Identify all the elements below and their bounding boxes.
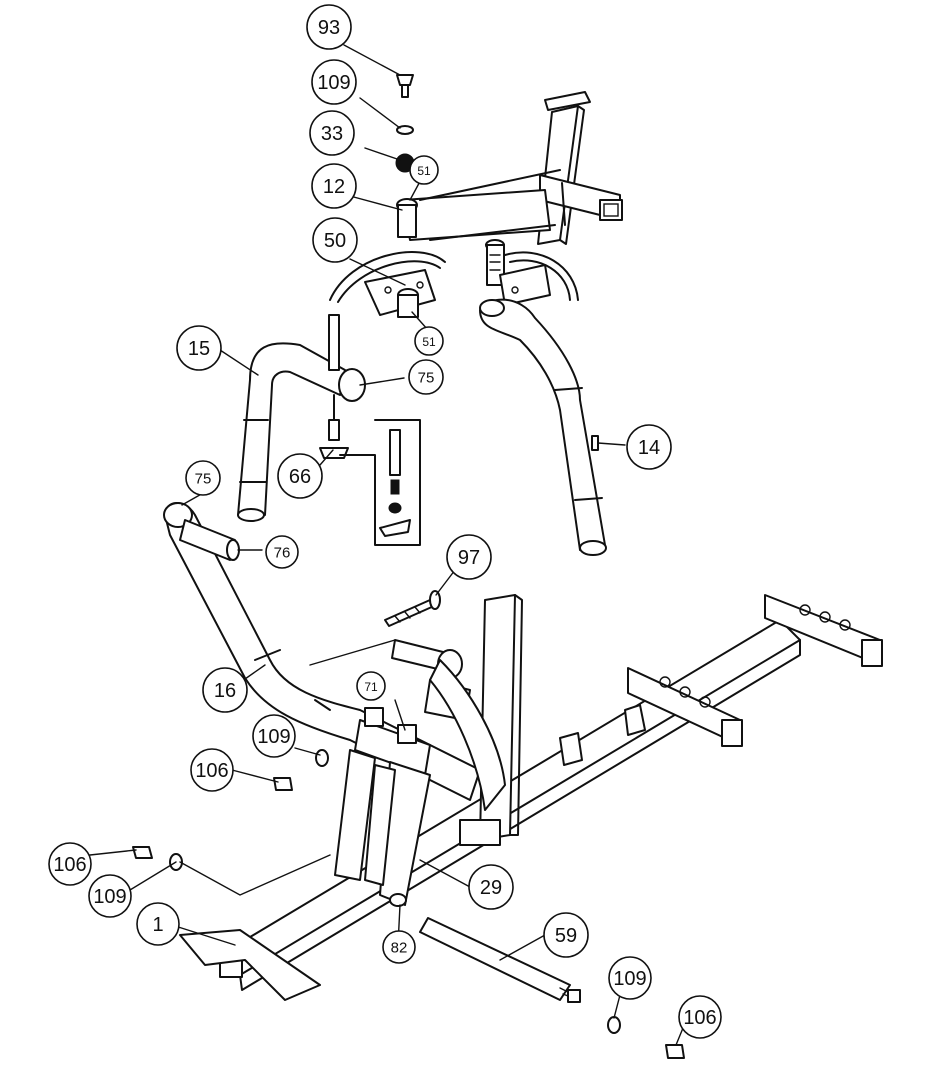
callout-label: 71 [364, 680, 378, 694]
part-callouts: 93 109 33 51 12 50 51 15 75 14 66 75 76 97 16 71 109 106 1… [48, 4, 722, 1039]
callout-circle [543, 912, 589, 958]
callout-label: 1 [152, 914, 163, 936]
callout-part-14: 14 [626, 424, 672, 470]
callout-label: 75 [418, 370, 435, 387]
callout-part-16: 16 [202, 667, 248, 713]
callout-label: 82 [391, 940, 408, 957]
callout-circle [468, 864, 514, 910]
callout-label: 51 [417, 164, 431, 178]
callout-part-59: 59 [543, 912, 589, 958]
callout-circle [312, 217, 358, 263]
callout-label: 109 [317, 72, 350, 94]
callout-part-29: 29 [468, 864, 514, 910]
callout-circle [306, 4, 352, 50]
callout-label: 14 [638, 437, 660, 459]
callout-part-109: 109 [608, 956, 652, 1000]
callout-part-109: 109 [252, 714, 296, 758]
callout-circle [608, 956, 652, 1000]
callout-part-109: 109 [311, 59, 357, 105]
leader-lines [89, 44, 684, 1046]
callout-label: 75 [195, 471, 212, 488]
callout-label: 51 [422, 335, 436, 349]
callout-part-51: 51 [414, 326, 444, 356]
callout-circle [277, 453, 323, 499]
callout-circle [309, 110, 355, 156]
callout-circle [414, 326, 444, 356]
callout-circle [446, 534, 492, 580]
callout-part-15: 15 [176, 325, 222, 371]
base-frame [179, 590, 883, 1003]
callout-label: 12 [323, 176, 345, 198]
callout-part-12: 12 [311, 163, 357, 209]
lower-swing-arm [163, 502, 481, 801]
callout-label: 29 [480, 877, 502, 899]
callout-circle [408, 359, 444, 395]
callout-label: 109 [257, 726, 290, 748]
callout-label: 93 [318, 17, 340, 39]
left-arm [237, 314, 366, 522]
callout-circle [88, 874, 132, 918]
callout-circle [265, 535, 299, 569]
callout-circle [48, 842, 92, 886]
callout-circle [382, 930, 416, 964]
callout-circle [190, 748, 234, 792]
callout-part-106: 106 [190, 748, 234, 792]
callout-part-66: 66 [277, 453, 323, 499]
callout-part-51: 51 [409, 155, 439, 185]
callout-part-33: 33 [309, 110, 355, 156]
callout-label: 66 [289, 466, 311, 488]
callout-circle [176, 325, 222, 371]
callout-label: 106 [683, 1007, 716, 1029]
right-arm [479, 298, 607, 556]
callout-part-97: 97 [446, 534, 492, 580]
callout-part-109: 109 [88, 874, 132, 918]
callout-label: 15 [188, 338, 210, 360]
callout-part-50: 50 [312, 217, 358, 263]
callout-circle [136, 902, 180, 946]
callout-part-75: 75 [408, 359, 444, 395]
pin-detail-inset [339, 419, 421, 546]
callout-label: 106 [195, 760, 228, 782]
callout-circle [626, 424, 672, 470]
callout-label: 76 [274, 545, 291, 562]
callout-circle [356, 671, 386, 701]
top-frame [396, 91, 623, 286]
callout-circle [678, 995, 722, 1039]
callout-circle [202, 667, 248, 713]
callout-part-93: 93 [306, 4, 352, 50]
callout-circle [185, 460, 221, 496]
callout-label: 50 [324, 230, 346, 252]
semicircle-guard [329, 250, 579, 318]
fasteners [132, 74, 685, 1059]
callout-label: 97 [458, 547, 480, 569]
callout-part-106: 106 [678, 995, 722, 1039]
callout-circle [252, 714, 296, 758]
callout-label: 59 [555, 925, 577, 947]
callout-circle [311, 163, 357, 209]
callout-part-82: 82 [382, 930, 416, 964]
callout-circle [409, 155, 439, 185]
callout-part-1: 1 [136, 902, 180, 946]
callout-circle [311, 59, 357, 105]
callout-label: 109 [613, 968, 646, 990]
callout-part-76: 76 [265, 535, 299, 569]
callout-label: 109 [93, 886, 126, 908]
callout-part-71: 71 [356, 671, 386, 701]
callout-label: 106 [53, 854, 86, 876]
callout-label: 33 [321, 123, 343, 145]
callout-label: 16 [214, 680, 236, 702]
callout-part-75: 75 [185, 460, 221, 496]
callout-part-106: 106 [48, 842, 92, 886]
